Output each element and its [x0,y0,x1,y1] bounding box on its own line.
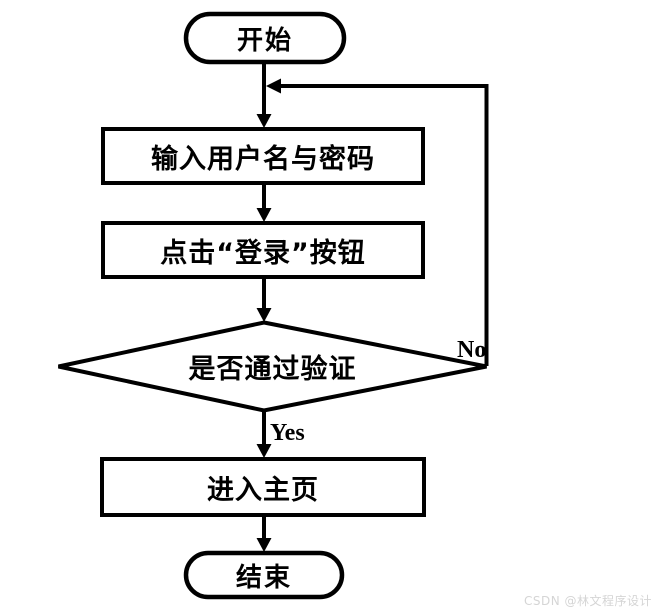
terminator-end-shape [183,550,345,600]
decision-diamond-shape [58,320,487,413]
arrowhead-login-to-decision [256,308,272,322]
watermark: CSDN @林文程序设计 [523,594,652,608]
arrowhead-start-to-input [256,114,272,128]
arrowhead-no-loop [266,78,281,94]
process-home-shape [100,457,426,517]
edge-no-loop [280,84,489,366]
arrowhead-input-to-login [256,208,272,222]
arrowhead-home-to-end [256,538,272,552]
terminator-start-shape [183,11,347,65]
arrowhead-yes-to-home [256,444,272,458]
process-input-shape [101,127,425,185]
process-login-shape [101,221,425,279]
